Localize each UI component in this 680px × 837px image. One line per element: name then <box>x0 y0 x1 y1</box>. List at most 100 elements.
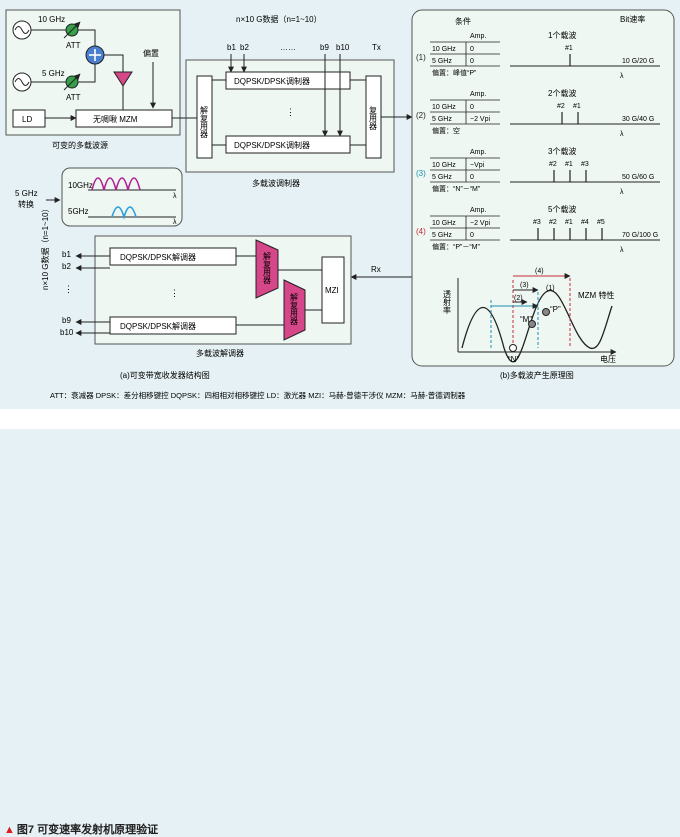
tx-demux-box <box>196 75 213 159</box>
curve-mzm-label: MZM 特性 <box>578 290 614 300</box>
switch-lam-1: λ <box>173 193 177 200</box>
att-1-label: ATT <box>66 41 81 50</box>
switch-panel: 5 GHz 转换 10GHz 5GHz λ λ <box>15 167 183 227</box>
carrier-count: 3个载波 <box>548 146 576 156</box>
curve-ylabel: 透射率 <box>443 290 452 315</box>
right-caption: (b)多载波产生原理图 <box>500 370 574 380</box>
rx-label: Rx <box>371 265 381 274</box>
spectrum-lam: λ <box>620 247 624 254</box>
bit-rate-header: Bit速率 <box>620 14 645 24</box>
label-n: “N” <box>508 355 519 364</box>
case-row-10ghz: 10 GHz <box>432 104 456 111</box>
rx-bit-b2: b2 <box>62 262 71 271</box>
curve-xlabel: 电压 <box>600 354 616 364</box>
switch-label: 转换 <box>18 199 34 209</box>
case-number: (2) <box>416 111 426 120</box>
case-val-5ghz: −2 Vpi <box>470 116 490 123</box>
svg-text:b9: b9 <box>320 43 329 52</box>
laser-diode-label: LD <box>22 115 32 124</box>
svg-text:b1: b1 <box>227 43 236 52</box>
multicarrier-source: 10 GHz 5 GHz ATT ATT 偏置 LD 无啁啾 MZM 可变的多载… <box>5 9 181 150</box>
amp-header: Amp. <box>470 91 486 98</box>
label-p: “P” <box>550 305 561 314</box>
tx-bit-labels: b1 b2 …… b9 b10 <box>227 43 350 52</box>
point-m <box>528 320 536 328</box>
case-row-5ghz: 5 GHz <box>432 232 452 239</box>
case-row-5ghz: 5 GHz <box>432 174 452 181</box>
carrier-10ghz-wave <box>91 177 141 191</box>
case-val-5ghz: 0 <box>470 174 474 181</box>
case-rate: 10 G/20 G <box>622 58 654 65</box>
range-2: (2) <box>514 295 523 302</box>
carrier-label: #2 <box>549 161 557 168</box>
point-p <box>542 308 550 316</box>
switch-5ghz: 5GHz <box>68 207 88 216</box>
case-rate: 70 G/100 G <box>622 232 658 239</box>
amplifier-icon <box>113 71 133 87</box>
rx-bit-dots: ⋮ <box>64 284 73 294</box>
carrier-label: #1 <box>573 103 581 110</box>
diagram-canvas: 10 GHz 5 GHz ATT ATT 偏置 LD 无啁啾 MZM 可变的多载… <box>5 9 675 400</box>
carrier-5ghz-wave <box>111 206 137 220</box>
amp-header: Amp. <box>470 33 486 40</box>
case-val-5ghz: 0 <box>470 232 474 239</box>
case-bias: 偏置：峰值“P” <box>432 68 477 77</box>
rx-side-label: n×10 G数据（n=1~10） <box>40 204 50 290</box>
rx-demux-1-label: 解复用器 <box>263 251 272 285</box>
switch-5ghz-label: 5 GHz <box>15 189 38 198</box>
case-row-5ghz: 5 GHz <box>432 116 452 123</box>
point-n <box>509 344 517 352</box>
case-number: (3) <box>416 169 426 178</box>
range-4: (4) <box>535 268 544 275</box>
rx-bit-b1: b1 <box>62 250 71 259</box>
case-bias: 偏置：空 <box>432 126 460 135</box>
case-row-10ghz: 10 GHz <box>432 46 456 53</box>
rx-demux-2-label: 解复用器 <box>290 292 299 326</box>
case-row-10ghz: 10 GHz <box>432 162 456 169</box>
case-row-5ghz: 5 GHz <box>432 58 452 65</box>
rx-demux-2 <box>283 279 306 341</box>
mzi-label: MZI <box>325 286 339 295</box>
switch-lam-2: λ <box>173 219 177 226</box>
abbrev-legend: ATT：衰减器 DPSK：差分相移键控 DQPSK：四相相对相移键控 LD：激光… <box>50 390 466 400</box>
caption-marker: ▲ <box>4 824 15 836</box>
amp-header: Amp. <box>470 149 486 156</box>
modulator-title: 多载波调制器 <box>252 178 300 188</box>
tx-label: Tx <box>372 43 381 52</box>
freq-5ghz-label: 5 GHz <box>42 69 65 78</box>
label-m: “M” <box>520 315 532 324</box>
case-val-10ghz: −Vpi <box>470 162 485 169</box>
carrier-label: #2 <box>549 219 557 226</box>
att-2-label: ATT <box>66 93 81 102</box>
tx-mod-1-label: DQPSK/DPSK调制器 <box>234 76 310 86</box>
case-number: (4) <box>416 227 426 236</box>
caption-bar: ▲图7 可变速率发射机原理验证 <box>0 409 680 836</box>
multicarrier-demodulator: n×10 G数据（n=1~10） b1 b2 ⋮ b9 b10 DQPSK/DP… <box>40 204 352 358</box>
carrier-label: #5 <box>597 219 605 226</box>
carrier-count: 2个载波 <box>548 88 576 98</box>
case-bias: 偏置：“P”－“M” <box>432 242 480 251</box>
case-val-10ghz: 0 <box>470 46 474 53</box>
carrier-count: 1个载波 <box>548 30 576 40</box>
carrier-label: #1 <box>565 161 573 168</box>
case-rate: 50 G/60 G <box>622 174 654 181</box>
figure-caption: ▲图7 可变速率发射机原理验证 <box>4 821 158 837</box>
tx-demux-label: 解复用器 <box>200 105 209 139</box>
carrier-principle-panel: 条件 Bit速率 <box>411 9 675 367</box>
svg-text:……: …… <box>280 43 296 52</box>
spectrum-lam: λ <box>620 189 624 196</box>
carrier-count: 5个载波 <box>548 204 576 214</box>
case-row-10ghz: 10 GHz <box>432 220 456 227</box>
mzi-box <box>321 256 345 324</box>
case-rate: 30 G/40 G <box>622 116 654 123</box>
spectrum-lam: λ <box>620 73 624 80</box>
range-3: (3) <box>520 282 529 289</box>
switch-10ghz: 10GHz <box>68 181 93 190</box>
svg-text:b10: b10 <box>336 43 350 52</box>
left-caption: (a)可变带宽收发器结构图 <box>120 370 210 380</box>
case-val-10ghz: −2 Vpi <box>470 220 490 227</box>
bias-label: 偏置 <box>143 48 159 58</box>
spectrum-lam: λ <box>620 131 624 138</box>
carrier-label: #3 <box>581 161 589 168</box>
